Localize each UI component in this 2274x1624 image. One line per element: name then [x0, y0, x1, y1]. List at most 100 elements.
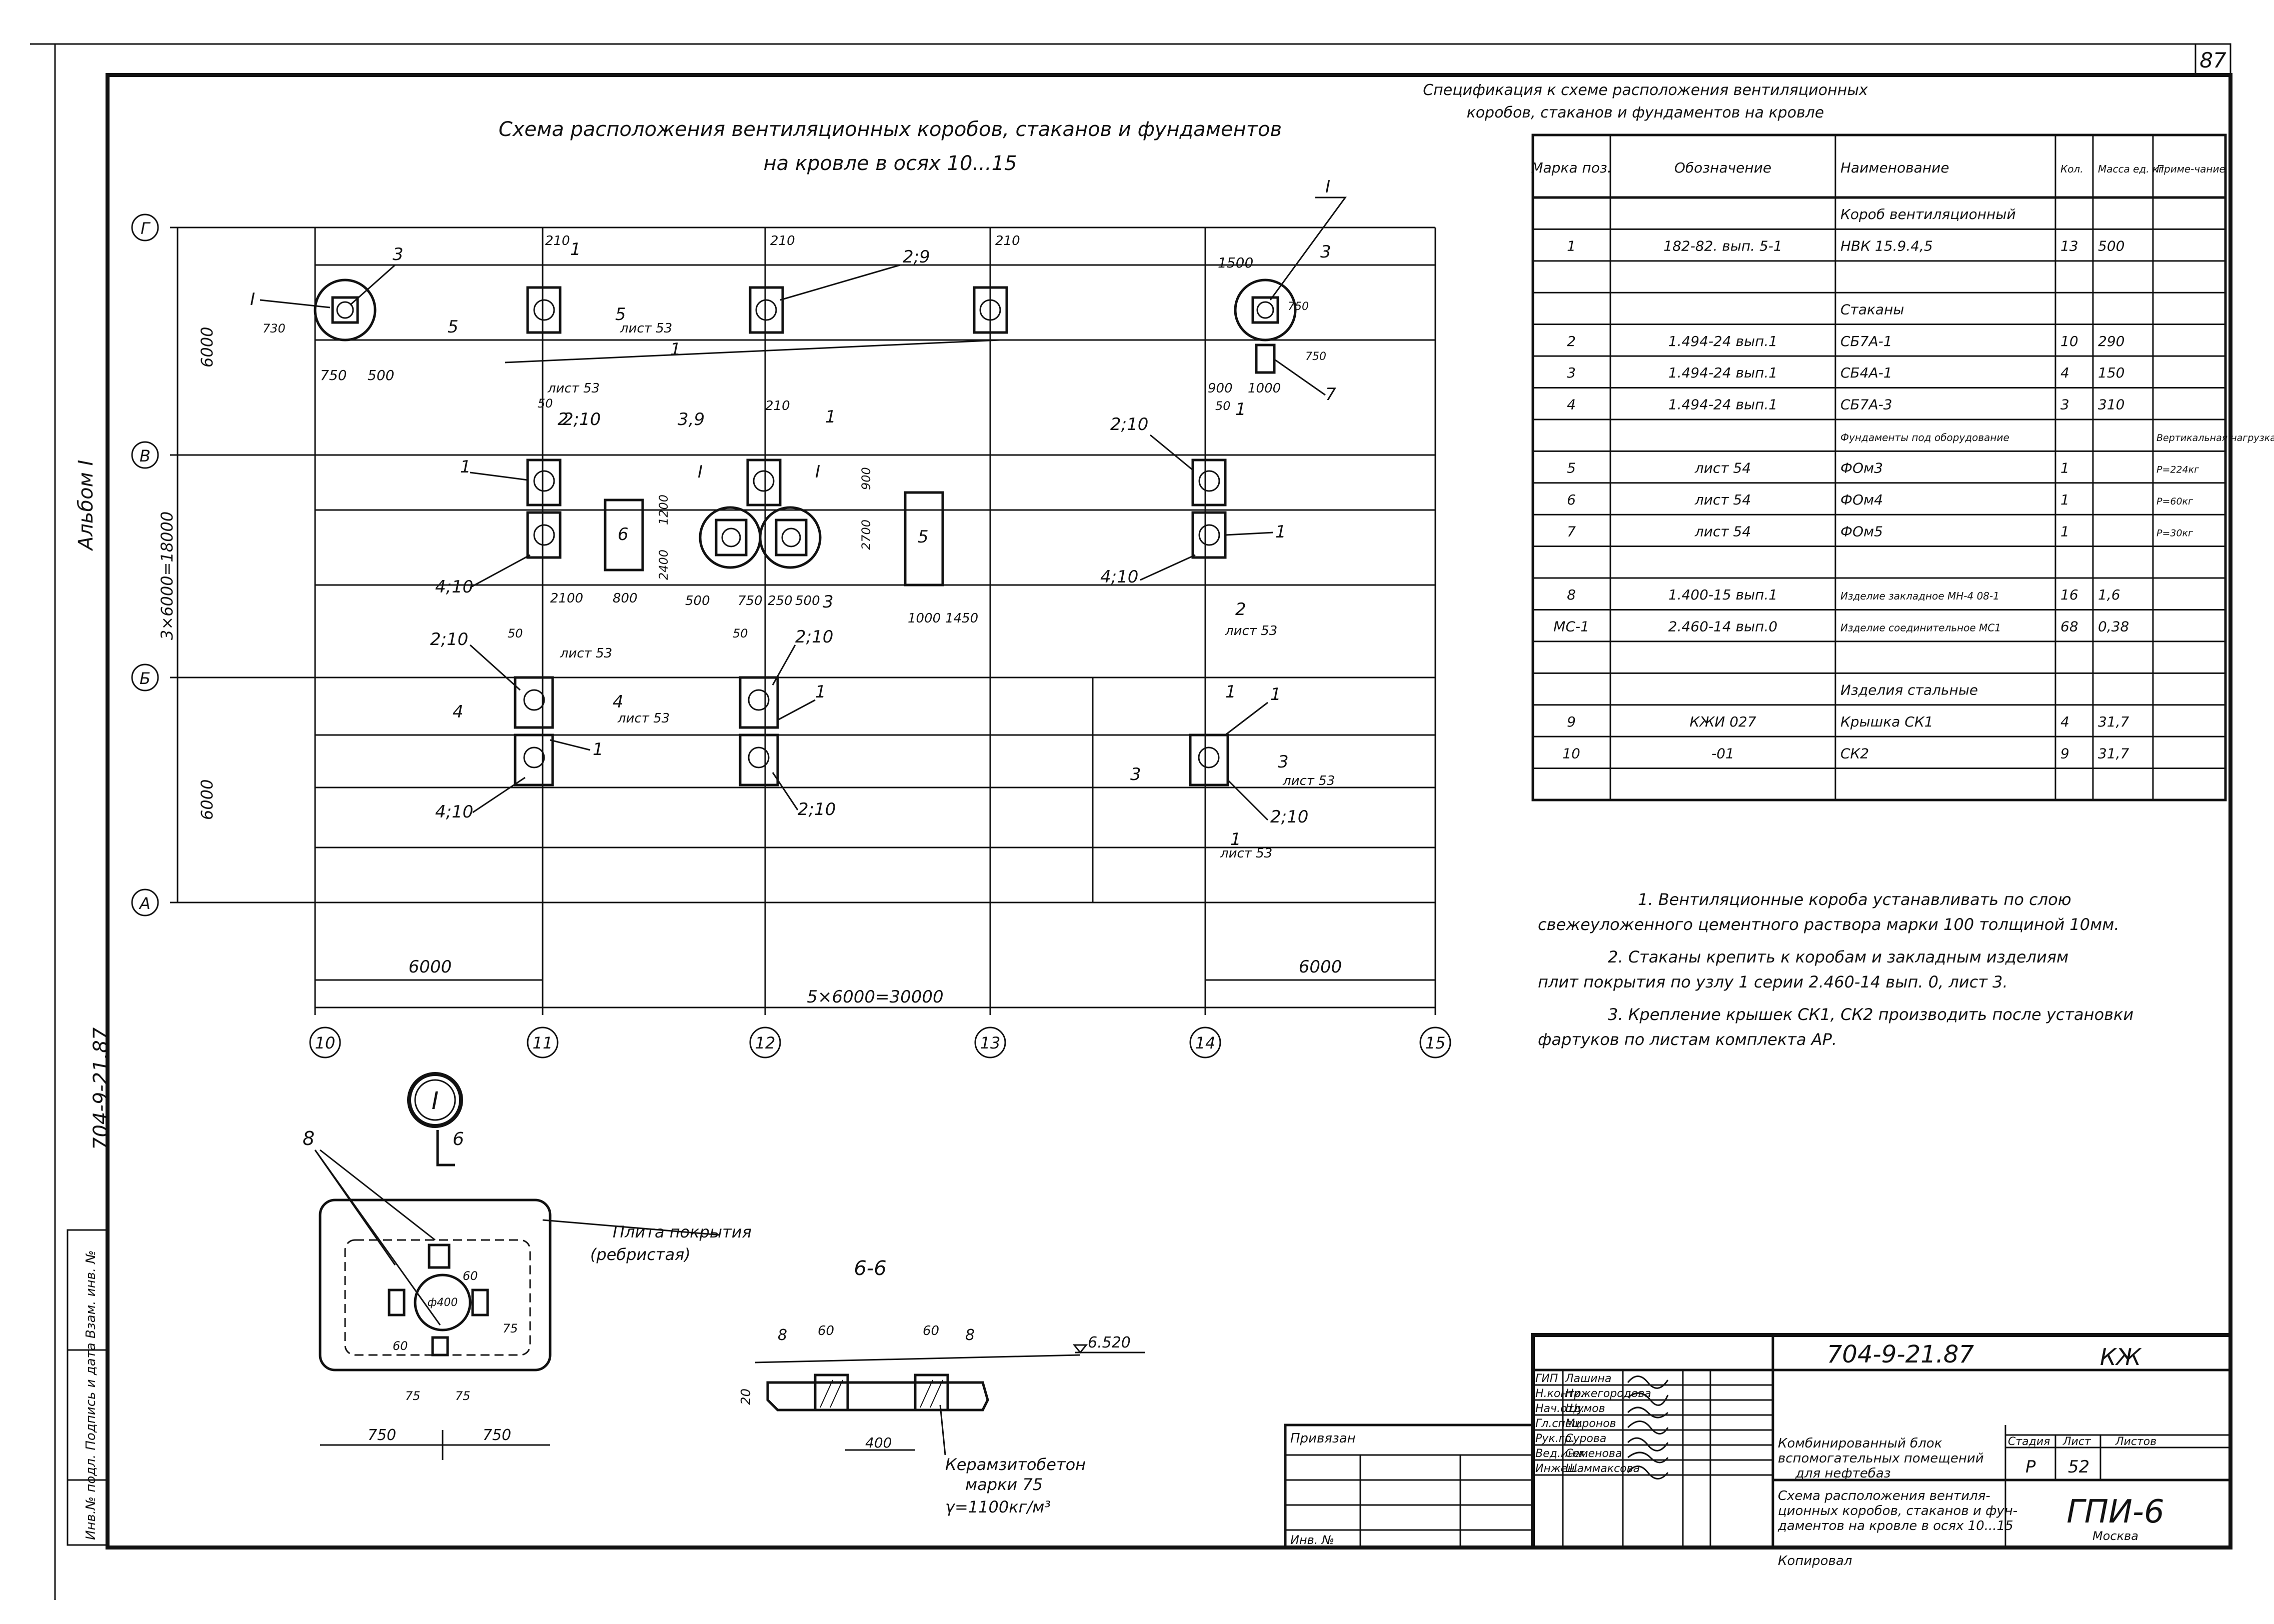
- svg-text:250: 250: [768, 594, 793, 608]
- spec-header-cell: Марка поз.: [1531, 160, 1611, 176]
- svg-text:7: 7: [1325, 384, 1336, 404]
- svg-text:4;10: 4;10: [435, 577, 473, 597]
- spec-title: Спецификация к схеме расположения вентил…: [1423, 82, 1868, 122]
- spec-cell: 290: [2098, 333, 2124, 350]
- left-strip-text: Инв.№ подл. Подпись и дата Взам. инв. №: [84, 1250, 99, 1540]
- svg-text:Керамзитобетон: Керамзитобетон: [945, 1455, 1086, 1474]
- spec-cell: 13: [2060, 238, 2078, 254]
- svg-text:1. Вентиляционные короба устан: 1. Вентиляционные короба устанавливать п…: [1638, 890, 2071, 909]
- spec-cell: 68: [2060, 618, 2078, 635]
- spec-cell: 10: [2060, 333, 2078, 350]
- spec-header-cell: Наименование: [1840, 160, 1949, 176]
- svg-text:750: 750: [320, 367, 347, 384]
- spec-cell: 182-82. вып. 5-1: [1663, 238, 1782, 254]
- svg-text:1: 1: [1235, 400, 1246, 420]
- svg-text:Листов: Листов: [2115, 1436, 2156, 1448]
- svg-text:5: 5: [918, 527, 929, 547]
- side-album: Альбом I: [75, 460, 98, 552]
- spec-table: [1531, 134, 2227, 802]
- svg-text:6-6: 6-6: [854, 1257, 886, 1280]
- spec-cell: 1: [2060, 523, 2069, 540]
- svg-text:3: 3: [1278, 752, 1289, 772]
- svg-text:вспомогательных помещений: вспомогательных помещений: [1778, 1451, 1984, 1466]
- svg-text:Схема расположения вентиля-: Схема расположения вентиля-: [1778, 1488, 1990, 1504]
- svg-text:500: 500: [368, 367, 394, 384]
- spec-cell: Изделия стальные: [1840, 682, 1978, 698]
- spec-cell: 16: [2060, 586, 2078, 603]
- section-6-6: 6-6 8 60 60 8 6.520 20 400 Керамзитобето…: [739, 1257, 1145, 1516]
- svg-text:3: 3: [1320, 242, 1331, 262]
- svg-text:Инв. №: Инв. №: [1290, 1533, 1334, 1547]
- svg-text:1: 1: [1275, 522, 1286, 542]
- svg-text:на кровле в осях 10...15: на кровле в осях 10...15: [763, 152, 1017, 175]
- axis-15: 15: [1425, 1034, 1446, 1052]
- title-block: 704-9-21.87 КЖ ГИП Н.контр. Нач.отд. Гл.…: [1284, 1333, 2232, 1568]
- svg-text:Сурова: Сурова: [1565, 1432, 1606, 1445]
- svg-text:60: 60: [818, 1324, 834, 1338]
- svg-text:50: 50: [538, 396, 553, 410]
- svg-text:3: 3: [1130, 764, 1141, 784]
- spec-cell: 2: [1567, 333, 1576, 350]
- axis-10: 10: [315, 1034, 336, 1052]
- svg-text:210: 210: [770, 234, 795, 248]
- svg-text:1: 1: [570, 240, 581, 260]
- spec-cell: Р=30кг: [2156, 528, 2193, 538]
- svg-text:6.520: 6.520: [1088, 1334, 1131, 1352]
- svg-text:2700: 2700: [859, 520, 873, 550]
- svg-text:Москва: Москва: [2092, 1529, 2138, 1543]
- svg-text:ф400: ф400: [428, 1296, 458, 1309]
- svg-text:75: 75: [455, 1389, 471, 1403]
- plan-title: Схема расположения вентиляционных коробо…: [499, 118, 1282, 175]
- axis-14: 14: [1195, 1034, 1216, 1052]
- svg-text:6000: 6000: [198, 780, 217, 820]
- axis-B: Б: [140, 669, 151, 688]
- svg-text:750: 750: [368, 1426, 396, 1444]
- spec-cell: 1: [2060, 460, 2069, 476]
- svg-text:5×6000=30000: 5×6000=30000: [807, 987, 943, 1007]
- svg-text:Миронов: Миронов: [1565, 1418, 1616, 1430]
- svg-text:2. Стаканы крепить к коробам и: 2. Стаканы крепить к коробам и закладным…: [1608, 948, 2068, 966]
- spec-cell: Короб вентиляционный: [1840, 206, 2016, 222]
- spec-cell: 31,7: [2098, 745, 2129, 762]
- svg-text:I: I: [432, 1087, 439, 1115]
- spec-cell: ФОм5: [1840, 523, 1883, 540]
- spec-cell: СБ4А-1: [1840, 364, 1892, 381]
- spec-cell: Р=60кг: [2156, 496, 2193, 507]
- axis-V: В: [140, 446, 151, 466]
- svg-text:Лашина: Лашина: [1565, 1372, 1611, 1385]
- svg-text:5: 5: [448, 317, 459, 337]
- spec-cell: -01: [1711, 745, 1734, 762]
- svg-text:Стадия: Стадия: [2008, 1436, 2050, 1448]
- svg-text:500: 500: [795, 594, 820, 608]
- svg-text:6: 6: [618, 524, 629, 544]
- svg-text:(ребристая): (ребристая): [590, 1245, 691, 1264]
- svg-text:Рук.гр.: Рук.гр.: [1535, 1432, 1575, 1445]
- left-inventory-strip: Инв.№ подл. Подпись и дата Взам. инв. № …: [67, 460, 113, 1546]
- spec-cell: СБ7А-3: [1840, 396, 1892, 413]
- spec-cell: 2.460-14 вып.0: [1668, 618, 1777, 635]
- svg-text:коробов, стаканов и фундаменто: коробов, стаканов и фундаментов на кровл…: [1467, 104, 1824, 122]
- svg-text:6: 6: [453, 1129, 464, 1150]
- spec-cell: Крышка СК1: [1840, 714, 1933, 730]
- svg-text:750: 750: [738, 594, 763, 608]
- svg-text:6000: 6000: [1299, 957, 1342, 977]
- svg-text:3×6000=18000: 3×6000=18000: [158, 512, 177, 640]
- axis-A: А: [139, 894, 151, 913]
- svg-text:1: 1: [593, 740, 604, 760]
- svg-text:ГИП: ГИП: [1535, 1372, 1558, 1385]
- svg-text:8: 8: [778, 1326, 787, 1344]
- spec-cell: 6: [1567, 492, 1576, 508]
- svg-text:704-9-21.87: 704-9-21.87: [1827, 1340, 1974, 1368]
- svg-text:3: 3: [393, 244, 404, 264]
- spec-header-cell: Приме-чание: [2156, 163, 2225, 175]
- svg-text:2: 2: [1235, 600, 1246, 620]
- svg-text:свежеуложенного цементного рас: свежеуложенного цементного раствора марк…: [1538, 915, 2119, 934]
- general-notes: 1. Вентиляционные короба устанавливать п…: [1538, 890, 2133, 1049]
- svg-text:лист 53: лист 53: [620, 321, 672, 336]
- svg-text:Лист: Лист: [2062, 1436, 2091, 1448]
- svg-text:4: 4: [453, 702, 464, 722]
- svg-text:52: 52: [2068, 1457, 2089, 1477]
- svg-text:лист 53: лист 53: [1225, 624, 1277, 638]
- svg-text:Инжен.: Инжен.: [1535, 1462, 1578, 1475]
- svg-text:Схема расположения вентиляцион: Схема расположения вентиляционных коробо…: [499, 118, 1282, 141]
